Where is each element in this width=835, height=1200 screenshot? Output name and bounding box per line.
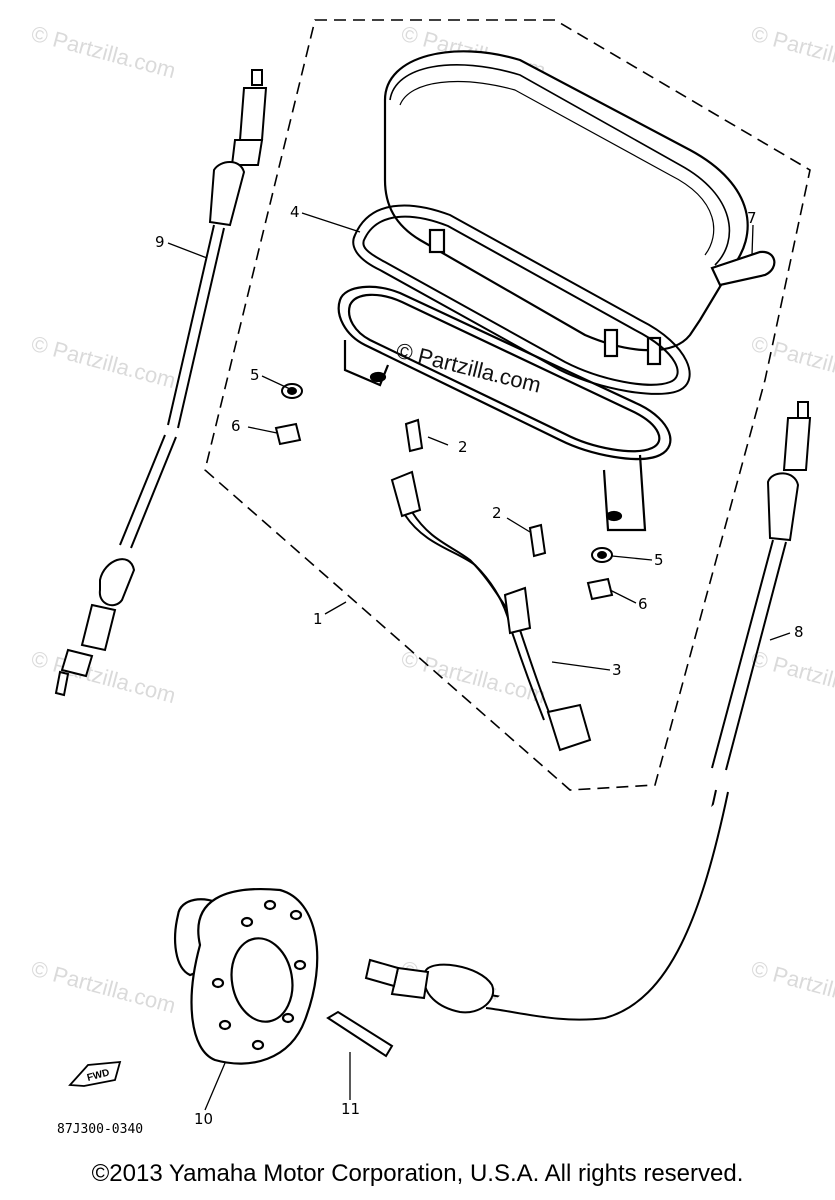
cable-left <box>54 69 268 697</box>
callout-7: 7 <box>747 209 757 227</box>
watermark-text: © Partzilla.com <box>29 331 179 394</box>
callout-8: 8 <box>794 623 804 641</box>
watermark-text: © Partzilla.com <box>29 956 179 1019</box>
callouts: 1 2 2 3 4 5 5 6 6 7 8 9 10 11 87J300-034… <box>57 203 804 1137</box>
callout-5: 5 <box>250 366 260 384</box>
callout-9: 9 <box>155 233 165 251</box>
callout-4: 4 <box>290 203 300 221</box>
grommets <box>274 383 614 601</box>
watermark-text: © Partzilla.com <box>749 331 835 394</box>
watermark-text: © Partzilla.com <box>749 646 835 709</box>
watermark-text: © Partzilla.com <box>29 646 179 709</box>
watermark-text: © Partzilla.com <box>29 21 179 84</box>
gear-unit <box>174 888 319 1065</box>
callout-2: 2 <box>458 438 468 456</box>
watermark-text: © Partzilla.com <box>399 646 549 709</box>
leader-lines <box>167 212 791 1111</box>
callout-6: 6 <box>231 417 241 435</box>
cable-right <box>364 401 812 1021</box>
callout-6: 6 <box>638 595 648 613</box>
callout-1: 1 <box>313 610 323 628</box>
watermark-text: © Partzilla.com <box>749 956 835 1019</box>
callout-2: 2 <box>492 504 502 522</box>
bulbs <box>404 418 547 558</box>
meter-case <box>337 285 672 532</box>
gasket <box>352 204 691 395</box>
callout-5: 5 <box>654 551 664 569</box>
callout-11: 11 <box>341 1100 360 1118</box>
meter-body <box>383 50 776 366</box>
wire-harness <box>390 470 592 752</box>
assembly-outline <box>204 19 811 791</box>
pin <box>326 1010 394 1058</box>
part-code: 87J300-0340 <box>57 1122 143 1137</box>
copyright-notice: ©2013 Yamaha Motor Corporation, U.S.A. A… <box>91 1160 744 1187</box>
watermark-text: © Partzilla.com <box>749 21 835 84</box>
callout-3: 3 <box>612 661 622 679</box>
fwd-arrow: FWD <box>68 1060 122 1087</box>
callout-10: 10 <box>194 1110 213 1128</box>
